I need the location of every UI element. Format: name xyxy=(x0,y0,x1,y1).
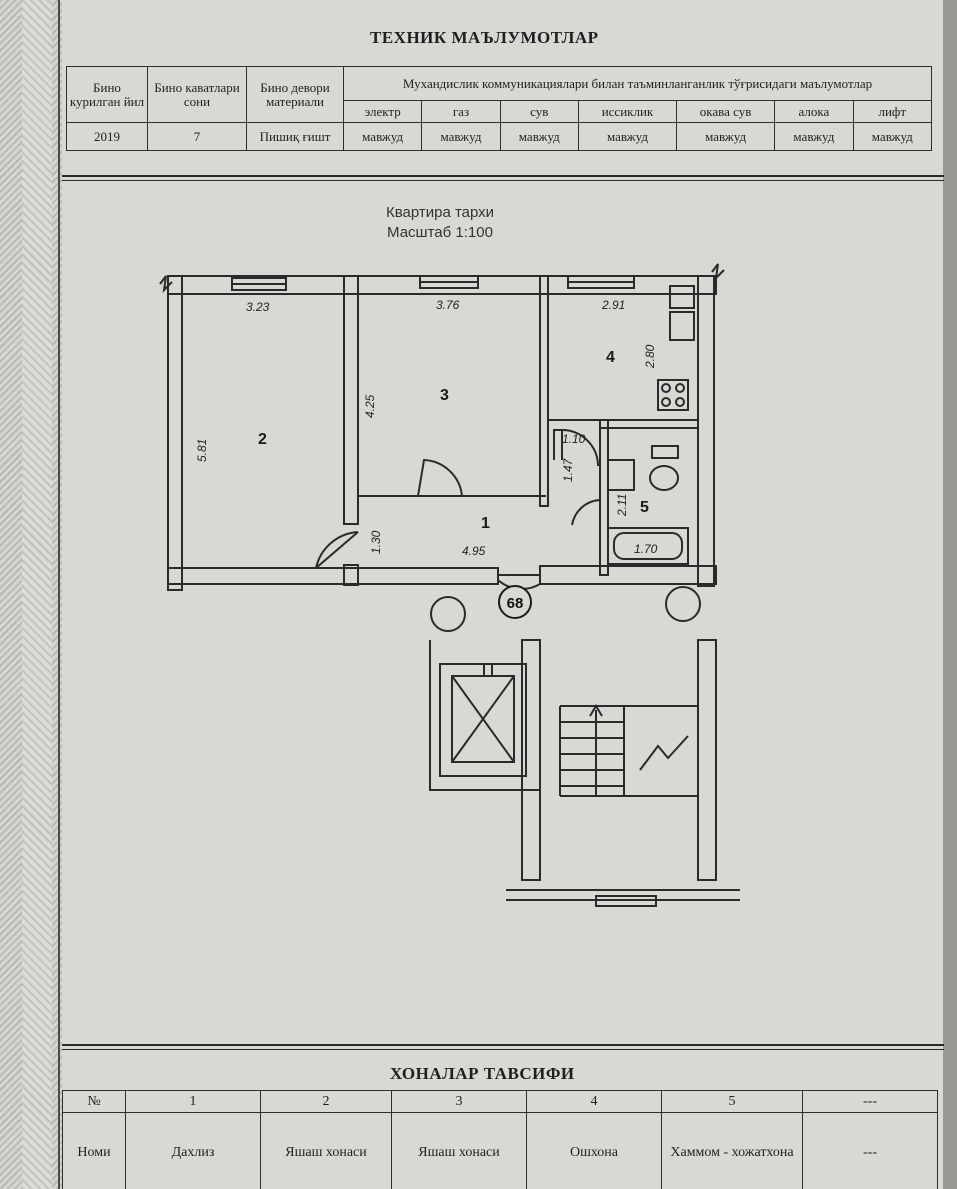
col-floors-header: Бино каватлари сони xyxy=(147,66,247,123)
wall-stub xyxy=(343,564,359,586)
room-name: Яшаш хонаси xyxy=(391,1112,527,1189)
utility-header: алока xyxy=(774,100,854,123)
dimension-label: 1.10 xyxy=(562,432,586,446)
dimension-label: 1.47 xyxy=(561,457,575,482)
bathroom-wall xyxy=(599,419,609,576)
utility-value: мавжуд xyxy=(774,122,854,151)
utility-value: мавжуд xyxy=(675,122,776,151)
room-name: Хаммом - хожатхона xyxy=(661,1112,803,1189)
utility-header: окава сув xyxy=(675,100,776,123)
rooms-title: ХОНАЛАР ТАВСИФИ xyxy=(390,1064,575,1083)
dimension-label: 5.81 xyxy=(195,439,209,462)
floors-value: 7 xyxy=(147,122,247,151)
apartment-number-circle xyxy=(498,585,532,619)
utility-header: сув xyxy=(499,100,579,123)
room-no: 4 xyxy=(526,1090,662,1113)
room-number-2: 2 xyxy=(258,431,267,448)
utility-value: мавжуд xyxy=(499,122,579,151)
room-number-3: 3 xyxy=(440,387,449,404)
dimension-label: 2.80 xyxy=(643,344,657,369)
room-name: Дахлиз xyxy=(125,1112,261,1189)
section-divider xyxy=(62,175,944,181)
wall-3-4 xyxy=(539,275,549,507)
row-name-label: Номи xyxy=(62,1112,126,1189)
rooms-table: № 1 2 3 4 5 --- Номи Дахлиз Яшаш хонаси … xyxy=(62,1090,938,1189)
utility-header: лифт xyxy=(852,100,933,123)
dimension-label: 4.25 xyxy=(363,394,377,418)
dimension-label: 3.23 xyxy=(246,300,270,314)
room-name: Ошхона xyxy=(526,1112,662,1189)
room-no: 3 xyxy=(391,1090,527,1113)
col-material-header: Бино девори материали xyxy=(246,66,344,123)
dimension-label: 2.91 xyxy=(601,298,625,312)
technical-data-table: Бино курилган йил Бино каватлари сони Би… xyxy=(66,66,933,151)
section-divider xyxy=(62,1044,944,1050)
west-wall xyxy=(167,275,183,591)
east-wall xyxy=(697,275,715,587)
apartment-number: 68 xyxy=(507,595,524,612)
room-no: 1 xyxy=(125,1090,261,1113)
year-value: 2019 xyxy=(66,122,148,151)
dimension-label: 1.70 xyxy=(634,542,658,556)
plan-title: Квартира тархи Масштаб 1:100 xyxy=(350,203,530,243)
technical-title: ТЕХНИК МАЪЛУМОТЛАР xyxy=(370,28,599,47)
room-no: 5 xyxy=(661,1090,803,1113)
utility-header: газ xyxy=(421,100,501,123)
page-edge xyxy=(943,0,957,1189)
dimension-label: 3.76 xyxy=(436,298,460,312)
ornamental-border xyxy=(0,0,62,1189)
wall-2-3 xyxy=(343,275,359,525)
frame-line xyxy=(58,0,60,1189)
utility-value: мавжуд xyxy=(577,122,678,151)
room-number-5: 5 xyxy=(640,499,649,516)
room-no: 2 xyxy=(260,1090,392,1113)
south-wall-left xyxy=(167,567,499,585)
room-no: --- xyxy=(802,1090,938,1113)
dimension-label: 4.95 xyxy=(462,544,486,558)
utility-value: мавжуд xyxy=(421,122,501,151)
col-no-header: № xyxy=(62,1090,126,1113)
utility-value: мавжуд xyxy=(342,122,423,151)
room-number-4: 4 xyxy=(606,349,615,366)
room-name: --- xyxy=(802,1112,938,1189)
plan-title-text: Квартира тархи xyxy=(385,204,495,221)
dimension-label: 2.11 xyxy=(615,494,629,517)
utility-value: мавжуд xyxy=(852,122,933,151)
room-name: Яшаш хонаси xyxy=(260,1112,392,1189)
material-value: Пишиқ ғишт xyxy=(246,122,344,151)
south-wall-right xyxy=(539,565,717,585)
room-number-1: 1 xyxy=(481,515,490,532)
dimension-label: 1.30 xyxy=(369,530,383,554)
plan-scale-text: Масштаб 1:100 xyxy=(387,224,493,241)
